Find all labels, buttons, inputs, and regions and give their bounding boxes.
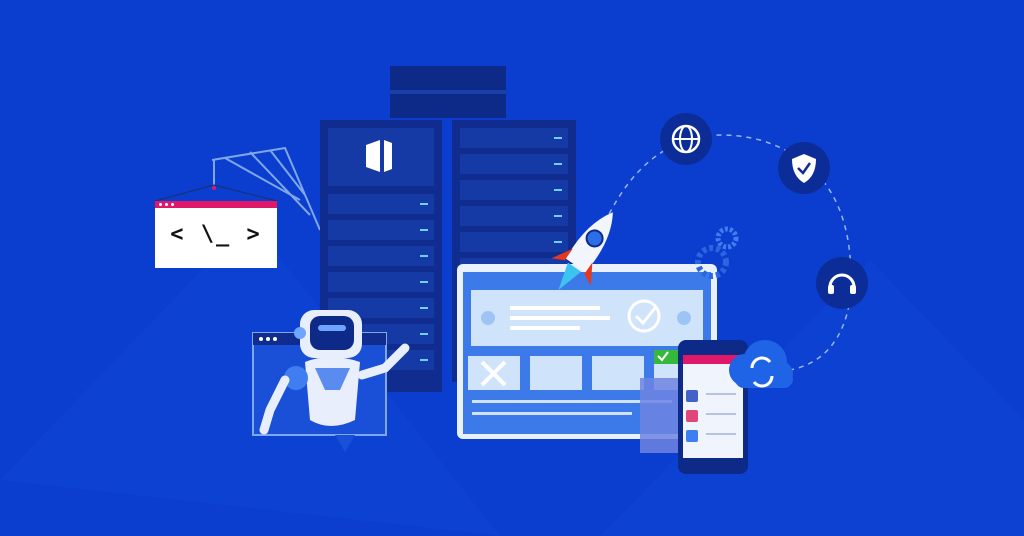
server-led — [420, 281, 428, 283]
server-slot — [460, 128, 568, 148]
server-led — [554, 215, 562, 217]
server-slot — [460, 206, 568, 226]
code-window: < \_ > — [155, 201, 277, 268]
server-slot — [328, 194, 434, 214]
server-led — [420, 333, 428, 335]
headset-icon — [816, 257, 868, 309]
server-slot — [460, 232, 568, 252]
server-led — [420, 359, 428, 361]
server-led — [554, 189, 562, 191]
robot-icon — [259, 310, 410, 435]
server-led — [420, 255, 428, 257]
background-shape — [0, 220, 500, 536]
server-slot — [460, 180, 568, 200]
server-led — [420, 203, 428, 205]
server-led — [420, 229, 428, 231]
brand-logo — [366, 140, 392, 172]
code-window-titlebar — [155, 201, 277, 208]
rocket-icon — [551, 212, 613, 291]
server-slot — [460, 154, 568, 174]
server-led — [554, 241, 562, 243]
tools-icon — [480, 360, 507, 387]
shield-check-icon — [778, 142, 830, 194]
server-led — [554, 163, 562, 165]
cloud-sync-icon — [729, 340, 793, 388]
crane-icon — [154, 146, 321, 231]
globe-icon — [660, 113, 712, 165]
check-circle-icon — [627, 299, 661, 333]
server-slot — [328, 220, 434, 240]
gear-icon — [695, 226, 739, 279]
code-prompt-text: < \_ > — [170, 222, 262, 247]
server-led — [420, 307, 428, 309]
server-led — [554, 137, 562, 139]
server-slot — [328, 246, 434, 266]
server-slot — [328, 272, 434, 292]
